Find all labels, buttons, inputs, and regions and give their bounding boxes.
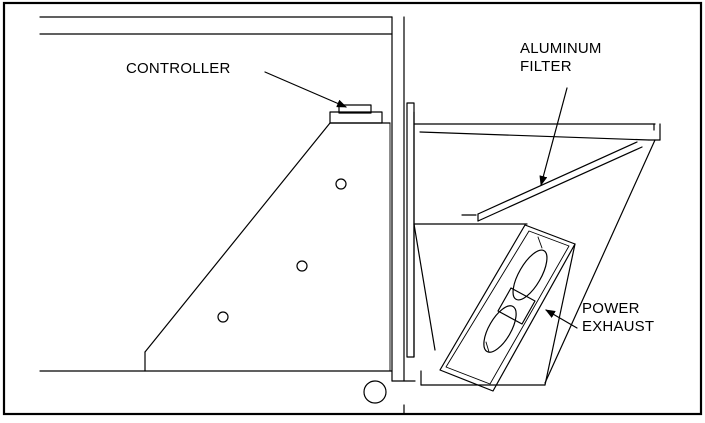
aluminum-filter-label-line-1: ALUMINUM: [520, 40, 602, 57]
cabinet-top: [39, 16, 393, 35]
outer-frame: [2, 1, 703, 416]
economizer-panel: [144, 122, 391, 372]
filter-arrow: [539, 87, 568, 186]
controller-arrow: [264, 71, 347, 108]
hood-flange: [406, 102, 415, 358]
outdoor-air-hood: [413, 123, 661, 384]
power-exhaust-label-line-1: POWER: [582, 300, 640, 317]
exhaust-arrow: [545, 309, 578, 329]
power-exhaust-housing: [420, 224, 576, 392]
aluminum-filter-label-line-2: FILTER: [520, 58, 572, 75]
controller-box: [329, 104, 383, 124]
power-exhaust-label-line-2: EXHAUST: [582, 318, 655, 335]
vertical-post: [391, 16, 405, 415]
controller-label: CONTROLLER: [126, 60, 231, 77]
cabinet-bottom: [39, 370, 416, 382]
screw-hole: [296, 260, 308, 272]
screw-hole: [335, 178, 347, 190]
aluminum-filter: [461, 141, 643, 222]
bottom-knockout: [363, 380, 387, 404]
exhaust-fan: [483, 236, 548, 353]
screw-hole: [217, 311, 229, 323]
